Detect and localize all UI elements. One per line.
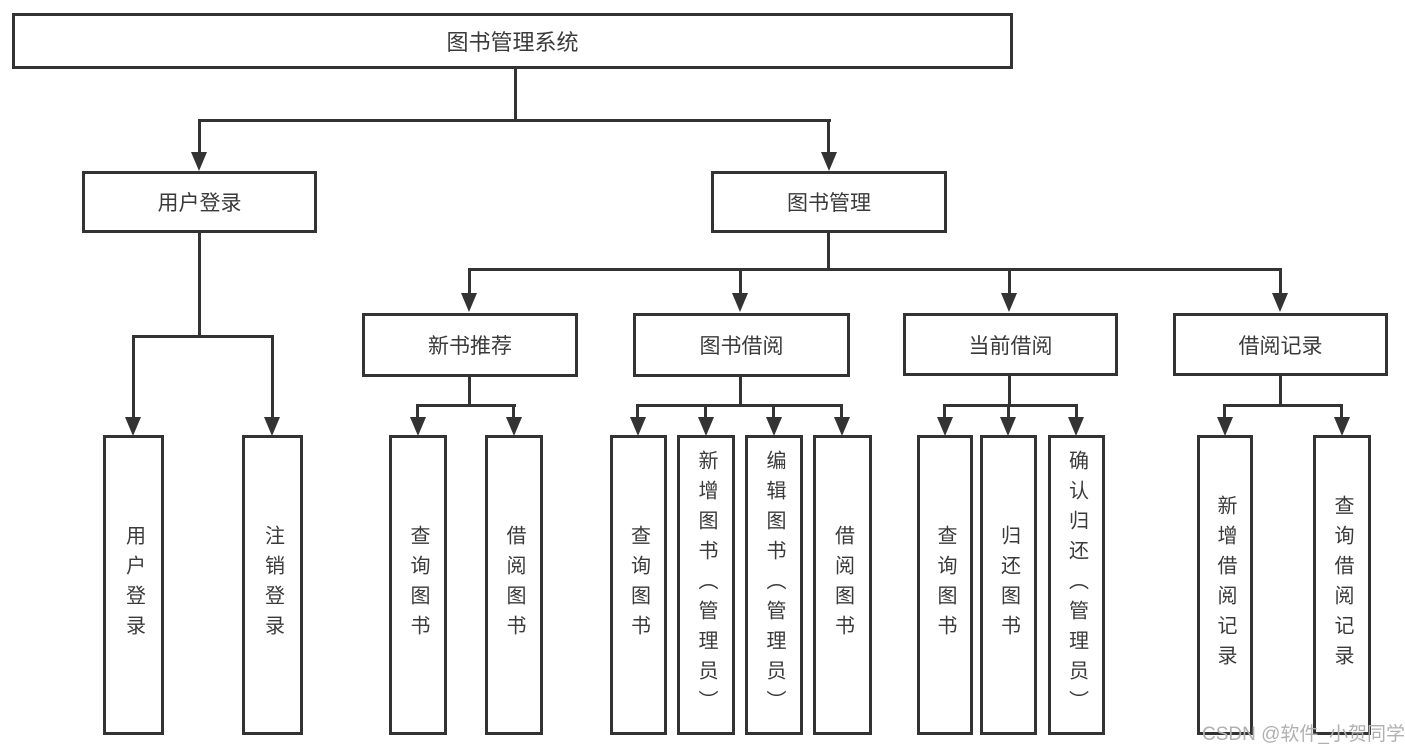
edge-line: [1008, 268, 1011, 296]
edge-line: [1340, 404, 1343, 419]
edge-line: [468, 268, 471, 296]
edge-line: [198, 233, 201, 337]
edge-line: [416, 404, 516, 407]
arrow-down-icon: [506, 417, 522, 436]
node-label: 借阅图书: [503, 525, 525, 645]
edge-line: [1223, 404, 1226, 419]
node-current-borrowing: 当前借阅: [903, 313, 1118, 376]
node-label: 新书推荐: [428, 335, 512, 358]
arrow-down-icon: [1217, 417, 1233, 436]
node-book-borrowing: 图书借阅: [633, 313, 850, 377]
edge-line: [704, 404, 707, 419]
node-label: 新增借阅记录: [1214, 495, 1236, 675]
edge-line: [514, 67, 517, 121]
leaf-add-borrow-record: 新增借阅记录: [1197, 435, 1253, 735]
edge-line: [636, 404, 639, 419]
leaf-borrow-books: 借阅图书: [813, 435, 872, 735]
node-label: 当前借阅: [968, 334, 1053, 358]
arrow-down-icon: [630, 417, 646, 436]
edge-line: [1279, 376, 1282, 407]
node-label: 编辑图书（管理员）: [763, 450, 785, 720]
edge-line: [1279, 268, 1282, 296]
edge-line: [943, 404, 946, 419]
leaf-user-login: 用户登录: [103, 435, 164, 735]
edge-line: [739, 268, 742, 296]
leaf-borrow-books-recommend: 借阅图书: [485, 435, 543, 735]
node-label: 图书管理系统: [446, 30, 579, 55]
leaf-logout: 注销登录: [242, 435, 303, 735]
arrow-down-icon: [937, 417, 953, 436]
edge-line: [198, 119, 201, 155]
edge-line: [468, 268, 1282, 271]
arrow-down-icon: [1000, 417, 1016, 436]
arrow-down-icon: [1334, 417, 1350, 436]
edge-line: [512, 404, 515, 419]
arrow-down-icon: [461, 293, 477, 312]
leaf-query-borrow-record: 查询借阅记录: [1313, 435, 1371, 735]
arrow-down-icon: [834, 417, 850, 436]
edge-line: [1075, 404, 1078, 419]
arrow-down-icon: [191, 152, 207, 171]
node-label: 图书借阅: [699, 335, 784, 358]
arrow-down-icon: [1001, 293, 1017, 312]
node-user-login: 用户登录: [82, 171, 317, 233]
node-label: 新增图书（管理员）: [695, 450, 717, 720]
edge-line: [840, 404, 843, 419]
node-label: 查询图书: [934, 525, 956, 645]
edge-line: [198, 119, 831, 122]
node-book-management: 图书管理: [711, 171, 947, 233]
edge-line: [416, 404, 419, 419]
edge-line: [827, 119, 830, 155]
arrow-down-icon: [1068, 417, 1084, 436]
leaf-query-books-borrowing: 查询图书: [610, 435, 667, 735]
edge-line: [943, 404, 1078, 407]
node-root-library-management-system: 图书管理系统: [12, 13, 1013, 69]
node-label: 注销登录: [261, 525, 284, 645]
edge-line: [1223, 404, 1343, 407]
edge-line: [1007, 404, 1010, 419]
csdn-watermark: CSDN @软件_小贺同学: [1202, 724, 1405, 745]
leaf-edit-books-admin: 编辑图书（管理员）: [745, 435, 803, 735]
leaf-query-books-recommend: 查询图书: [389, 435, 447, 735]
arrow-down-icon: [698, 417, 714, 436]
edge-line: [636, 404, 843, 407]
arrow-down-icon: [732, 293, 748, 312]
edge-line: [739, 377, 742, 407]
node-label: 用户登录: [157, 192, 242, 215]
edge-line: [468, 377, 471, 407]
node-label: 图书管理: [787, 192, 871, 215]
node-label: 确认归还（管理员）: [1065, 450, 1088, 720]
node-label: 用户登录: [122, 525, 145, 645]
leaf-add-books-admin: 新增图书（管理员）: [677, 435, 735, 735]
node-borrowing-records: 借阅记录: [1173, 313, 1388, 376]
leaf-return-books: 归还图书: [980, 435, 1037, 735]
node-label: 归还图书: [997, 525, 1020, 645]
edge-line: [132, 335, 274, 338]
arrow-down-icon: [264, 417, 280, 436]
arrow-down-icon: [821, 152, 837, 171]
node-new-book-recommendation: 新书推荐: [362, 313, 578, 377]
leaf-confirm-return-admin: 确认归还（管理员）: [1048, 435, 1105, 735]
arrow-down-icon: [1272, 293, 1288, 312]
edge-line: [1008, 376, 1011, 407]
node-label: 查询借阅记录: [1331, 495, 1353, 675]
node-label: 借阅图书: [831, 525, 854, 645]
node-label: 查询图书: [407, 525, 429, 645]
edge-line: [772, 404, 775, 419]
edge-line: [132, 335, 135, 419]
node-label: 查询图书: [627, 525, 650, 645]
node-label: 借阅记录: [1238, 334, 1323, 358]
arrow-down-icon: [766, 417, 782, 436]
edge-line: [827, 233, 830, 270]
arrow-down-icon: [410, 417, 426, 436]
arrow-down-icon: [125, 417, 141, 436]
edge-line: [271, 335, 274, 419]
leaf-query-books-current: 查询图书: [917, 435, 973, 735]
